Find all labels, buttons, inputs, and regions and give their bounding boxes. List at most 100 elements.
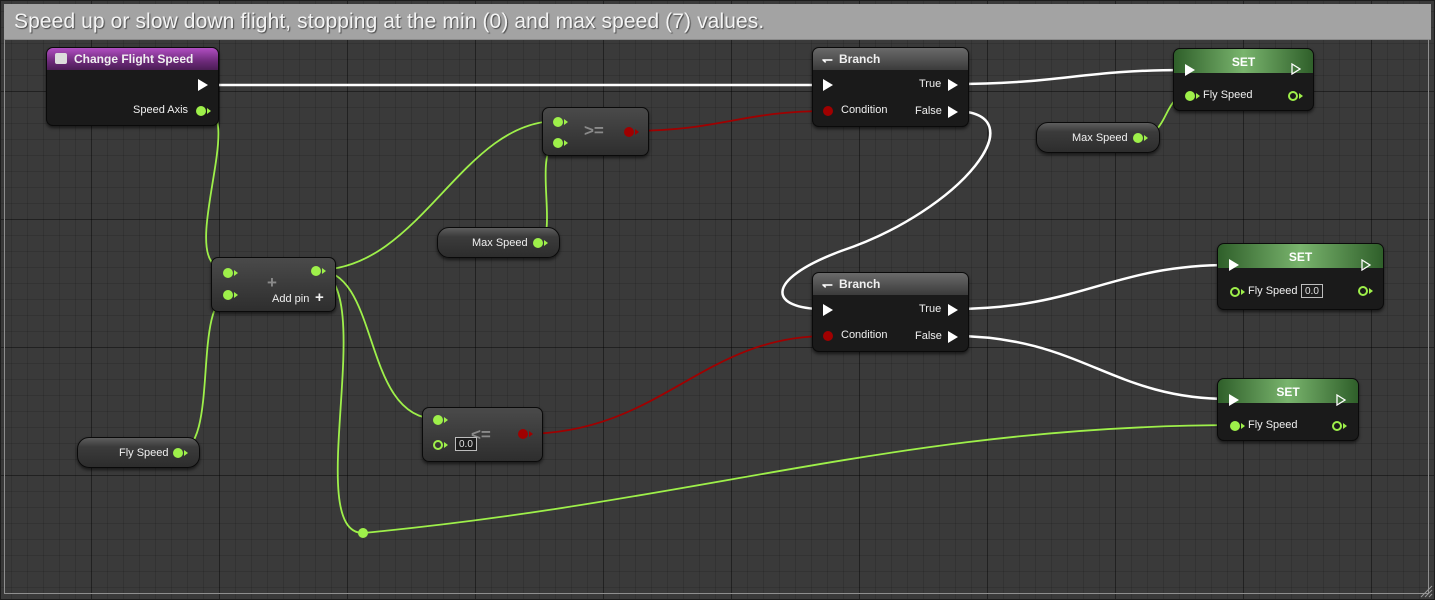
set-3-exec-in-pin[interactable] — [1229, 394, 1239, 406]
branch-node-2[interactable]: ↽ Branch True Condition False — [812, 272, 969, 352]
set-2-default-value-field[interactable]: 0.0 — [1301, 284, 1323, 298]
exec-wire — [952, 334, 1230, 401]
add-operator-symbol: + — [267, 273, 277, 292]
event-node-title: Change Flight Speed — [74, 52, 194, 66]
set-2-var-label: Fly Speed — [1248, 285, 1298, 297]
branch-1-true-pin[interactable] — [948, 79, 958, 91]
pin-arrow-icon — [1369, 288, 1373, 294]
comment-box-header[interactable]: Speed up or slow down flight, stopping a… — [4, 4, 1431, 40]
less-equal-node[interactable]: <= 0.0 — [422, 407, 543, 462]
set-2-title: SET — [1288, 250, 1313, 264]
pin-arrow-icon — [1241, 289, 1245, 295]
branch-2-false-pin[interactable] — [948, 331, 958, 343]
float-wire — [362, 424, 1235, 534]
set-fly-speed-node-2[interactable]: SET Fly Speed 0.0 — [1217, 243, 1384, 310]
gte-input-a-pin[interactable] — [553, 117, 563, 127]
set-2-exec-in-pin[interactable] — [1229, 259, 1239, 271]
branch-2-true-pin[interactable] — [948, 304, 958, 316]
branch-1-exec-in-pin[interactable] — [823, 79, 833, 91]
gte-operator-symbol: >= — [584, 121, 604, 140]
branch-icon: ↽ — [822, 52, 833, 67]
get-max-speed-label: Max Speed — [472, 237, 528, 249]
float-wire — [176, 294, 230, 453]
get-max-speed-node-2[interactable]: Max Speed — [1036, 122, 1160, 153]
set-1-value-pin[interactable] — [1185, 91, 1195, 101]
get-max-speed-node[interactable]: Max Speed — [437, 227, 560, 258]
branch-1-header: ↽ Branch — [813, 48, 968, 70]
branch-1-false-pin[interactable] — [948, 106, 958, 118]
set-3-exec-out-pin[interactable] — [1336, 394, 1346, 406]
exec-out-pin[interactable] — [198, 79, 208, 91]
branch-2-false-label: False — [915, 330, 942, 342]
greater-equal-node[interactable]: >= — [542, 107, 649, 156]
add-input-a-pin[interactable] — [223, 268, 233, 278]
set-3-title: SET — [1276, 385, 1300, 399]
set-fly-speed-node-1[interactable]: SET Fly Speed — [1173, 48, 1314, 111]
float-wire — [316, 120, 558, 271]
set-2-header: SET — [1218, 244, 1383, 268]
branch-2-condition-pin[interactable] — [823, 331, 833, 341]
pin-arrow-icon — [1343, 423, 1347, 429]
add-input-b-pin[interactable] — [223, 290, 233, 300]
speed-axis-label: Speed Axis — [133, 104, 189, 116]
lte-default-value-field[interactable]: 0.0 — [455, 437, 477, 451]
event-node-header: Change Flight Speed — [47, 48, 218, 70]
pin-arrow-icon — [207, 108, 211, 114]
lte-output-pin[interactable] — [518, 429, 528, 439]
max-speed-output-pin[interactable] — [533, 238, 543, 248]
event-node-change-flight-speed[interactable]: Change Flight Speed Speed Axis — [46, 47, 219, 126]
pin-arrow-icon — [234, 292, 238, 298]
exec-wire — [952, 68, 1185, 86]
float-wire — [316, 269, 438, 420]
set-3-header: SET — [1218, 379, 1358, 403]
pin-arrow-icon — [444, 417, 448, 423]
reroute-node — [358, 528, 368, 538]
set-1-output-pin[interactable] — [1288, 91, 1298, 101]
pin-arrow-icon — [1241, 423, 1245, 429]
pin-arrow-icon — [529, 431, 533, 437]
gte-input-b-pin[interactable] — [553, 138, 563, 148]
pin-arrow-icon — [444, 442, 448, 448]
fly-speed-output-pin[interactable] — [173, 448, 183, 458]
set-2-exec-out-pin[interactable] — [1361, 259, 1371, 271]
set-2-value-pin[interactable] — [1230, 287, 1240, 297]
comment-text: Speed up or slow down flight, stopping a… — [14, 10, 765, 33]
pin-arrow-icon — [184, 450, 188, 456]
set-1-exec-in-pin[interactable] — [1185, 64, 1195, 76]
set-fly-speed-node-3[interactable]: SET Fly Speed — [1217, 378, 1359, 441]
branch-node-1[interactable]: ↽ Branch True Condition False — [812, 47, 969, 127]
comment-box-frame — [4, 39, 1429, 594]
branch-2-condition-label: Condition — [841, 329, 888, 341]
set-1-exec-out-pin[interactable] — [1291, 63, 1301, 75]
add-output-pin[interactable] — [311, 266, 321, 276]
speed-axis-pin[interactable] — [196, 106, 206, 116]
get-fly-speed-node[interactable]: Fly Speed — [77, 437, 200, 468]
max-speed-output-pin-2[interactable] — [1133, 133, 1143, 143]
branch-1-condition-pin[interactable] — [823, 106, 833, 116]
pin-arrow-icon — [234, 270, 238, 276]
lte-input-a-pin[interactable] — [433, 415, 443, 425]
set-3-var-label: Fly Speed — [1248, 419, 1298, 431]
event-icon — [55, 53, 67, 64]
branch-2-true-label: True — [919, 303, 942, 315]
set-3-output-pin[interactable] — [1332, 421, 1342, 431]
branch-2-exec-in-pin[interactable] — [823, 304, 833, 316]
bool-wire — [522, 335, 828, 435]
set-2-output-pin[interactable] — [1358, 286, 1368, 296]
branch-1-true-label: True — [919, 78, 942, 90]
branch-1-condition-label: Condition — [841, 104, 888, 116]
pin-arrow-icon — [1299, 93, 1303, 99]
gte-output-pin[interactable] — [624, 127, 634, 137]
set-1-header: SET — [1174, 49, 1313, 73]
branch-1-title: Branch — [839, 52, 881, 66]
add-float-node[interactable]: + Add pin + — [211, 257, 336, 312]
add-pin-label[interactable]: Add pin — [272, 293, 310, 305]
pin-arrow-icon — [635, 129, 639, 135]
add-pin-plus-icon[interactable]: + — [315, 289, 324, 306]
exec-wire — [781, 109, 992, 311]
lte-input-b-pin[interactable] — [433, 440, 443, 450]
set-3-value-pin[interactable] — [1230, 421, 1240, 431]
get-fly-speed-label: Fly Speed — [119, 447, 169, 459]
comment-resize-handle-icon[interactable] — [1419, 584, 1433, 598]
